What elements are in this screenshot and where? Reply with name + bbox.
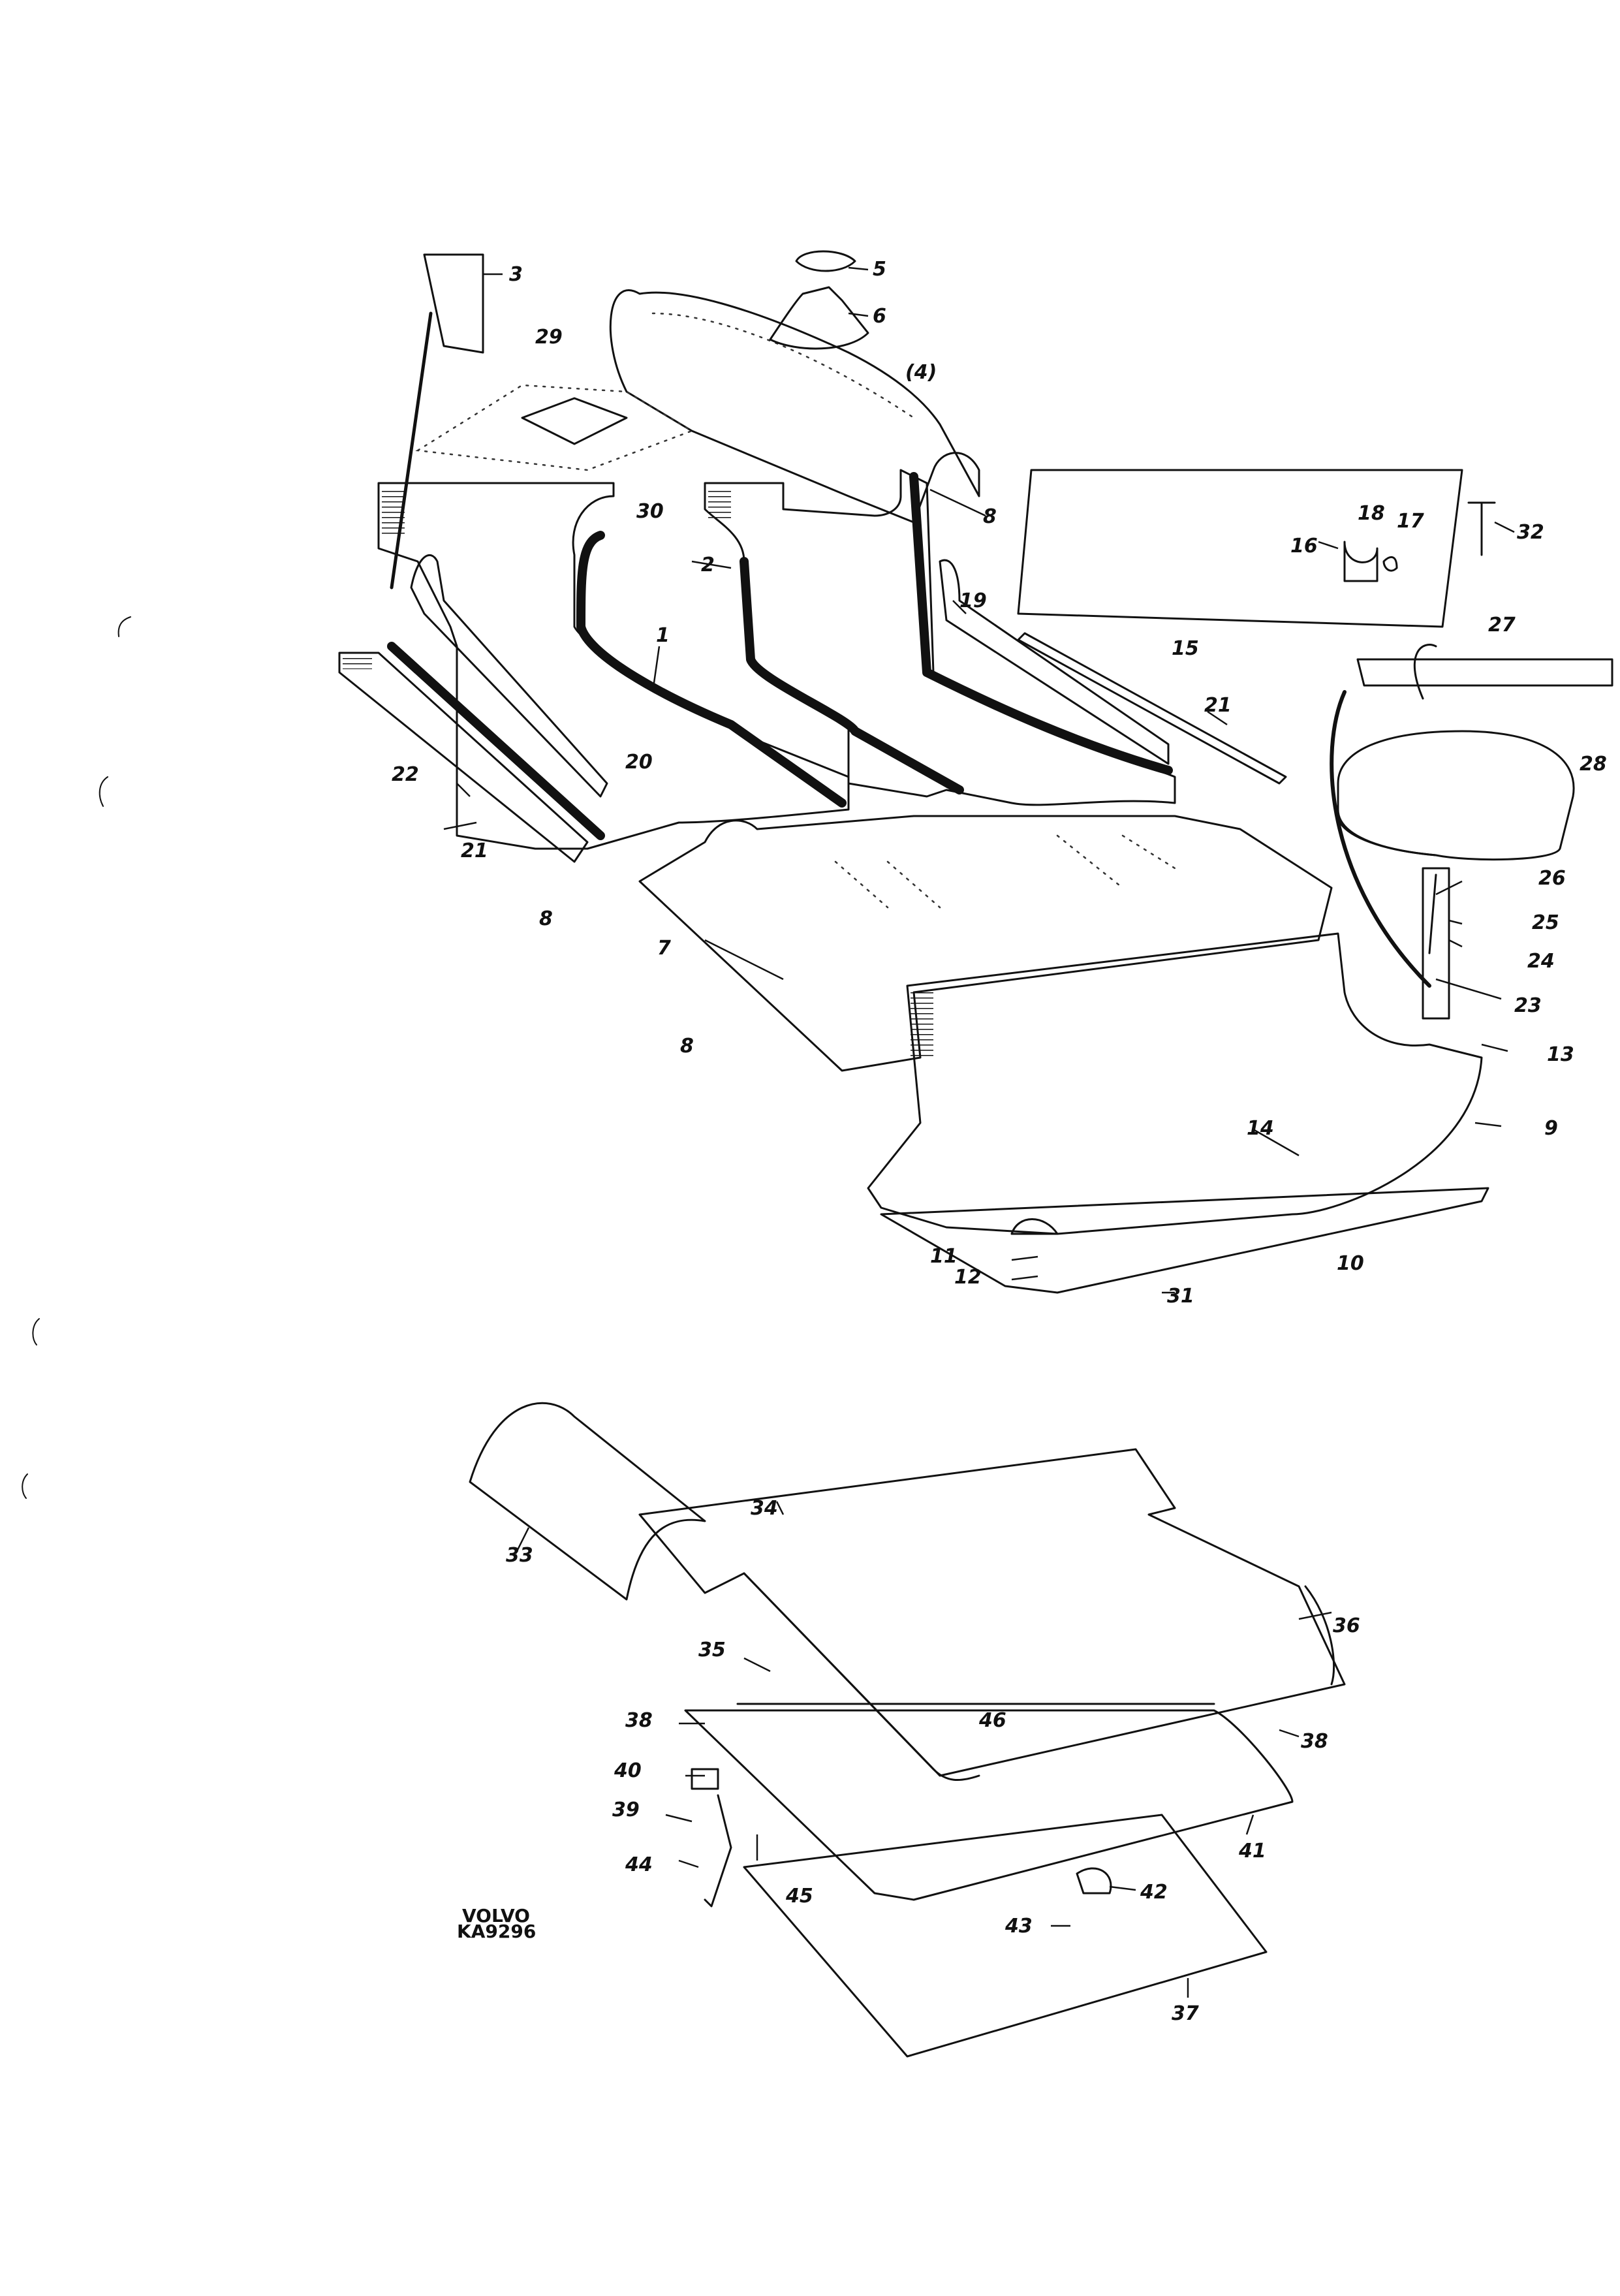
label-21a: 21: [1204, 694, 1232, 717]
label-29: 29: [535, 326, 563, 349]
bolt-32: [1467, 501, 1496, 556]
side-panel-15: [1017, 469, 1463, 628]
label-32: 32: [1517, 521, 1544, 544]
sill-scuff-left: [338, 554, 608, 863]
floor-mat-right: [704, 469, 1176, 806]
label-33: 33: [506, 1544, 533, 1567]
label-19: 19: [959, 590, 987, 612]
brand-line-1: VOLVO: [462, 1905, 530, 1926]
floor-plate-left-rear: [415, 384, 694, 471]
label-37: 37: [1172, 2002, 1199, 2025]
label-23: 23: [1514, 994, 1542, 1017]
label-8b: 8: [539, 907, 553, 930]
wheel-strap: [1330, 644, 1613, 988]
label-3: 3: [509, 263, 523, 286]
part-labels: 3 5 6 29 (4) 30 8 2 1 19 18 17 16 32 15 …: [392, 258, 1607, 2025]
label-38a: 38: [625, 1709, 653, 1732]
shield-plate: [390, 253, 484, 590]
spare-wheel: [1337, 730, 1575, 861]
sill-strip-right: [939, 559, 1287, 785]
label-8a: 8: [983, 505, 997, 528]
panel-35-36: [743, 1572, 1335, 1782]
label-41: 41: [1238, 1840, 1266, 1863]
label-43: 43: [1005, 1915, 1033, 1938]
label-10: 10: [1337, 1252, 1364, 1275]
label-42: 42: [1140, 1881, 1168, 1904]
label-27: 27: [1488, 614, 1516, 637]
label-1: 1: [656, 624, 670, 647]
label-4: (4): [905, 361, 937, 384]
label-12: 12: [954, 1266, 982, 1289]
label-28: 28: [1580, 753, 1607, 776]
label-16: 16: [1290, 535, 1318, 558]
label-30: 30: [636, 500, 664, 523]
label-21b: 21: [461, 840, 488, 862]
label-26: 26: [1538, 867, 1566, 890]
label-2: 2: [701, 554, 715, 576]
margin-marks: [22, 616, 131, 1499]
label-35: 35: [698, 1639, 726, 1661]
gear-lever-boot: [769, 250, 869, 350]
brand-mark: VOLVO KA9296: [457, 1905, 536, 1942]
tunnel-cover: [609, 289, 980, 524]
label-22: 22: [392, 763, 419, 786]
label-25: 25: [1532, 911, 1559, 934]
label-15: 15: [1172, 637, 1199, 660]
label-7: 7: [657, 937, 671, 960]
label-24: 24: [1527, 950, 1555, 973]
latch-42: [1076, 1867, 1112, 1895]
label-17: 17: [1397, 510, 1424, 533]
label-14: 14: [1247, 1117, 1274, 1140]
floor-panel-37: [743, 1814, 1268, 2058]
label-9: 9: [1544, 1117, 1558, 1140]
label-18: 18: [1358, 502, 1385, 525]
label-8c: 8: [680, 1035, 694, 1058]
label-11: 11: [930, 1245, 958, 1268]
brand-line-2: KA9296: [457, 1921, 536, 1942]
label-45: 45: [785, 1885, 813, 1908]
label-38b: 38: [1301, 1730, 1328, 1753]
label-40: 40: [614, 1759, 642, 1782]
label-5: 5: [873, 258, 886, 281]
label-6: 6: [873, 305, 886, 328]
panel-38-41: [684, 1703, 1294, 1901]
label-36: 36: [1333, 1614, 1360, 1637]
floor-mat-main: [638, 815, 1333, 1072]
hinge-44: [691, 1768, 732, 1908]
label-20: 20: [625, 751, 653, 774]
tunnel-cover-33: [469, 1402, 706, 1601]
label-39: 39: [612, 1799, 640, 1821]
label-13: 13: [1547, 1043, 1574, 1066]
label-44: 44: [625, 1853, 653, 1876]
label-34: 34: [751, 1497, 778, 1520]
rear-floor-panel: [867, 932, 1489, 1294]
wheel-bracket: [1422, 867, 1450, 1020]
leader-lines: [443, 266, 1515, 1998]
label-46: 46: [978, 1709, 1006, 1732]
floor-mat-left: [377, 482, 850, 850]
clip-16: [1343, 541, 1398, 582]
label-31: 31: [1167, 1285, 1194, 1308]
floor-panel-34: [638, 1448, 1346, 1777]
